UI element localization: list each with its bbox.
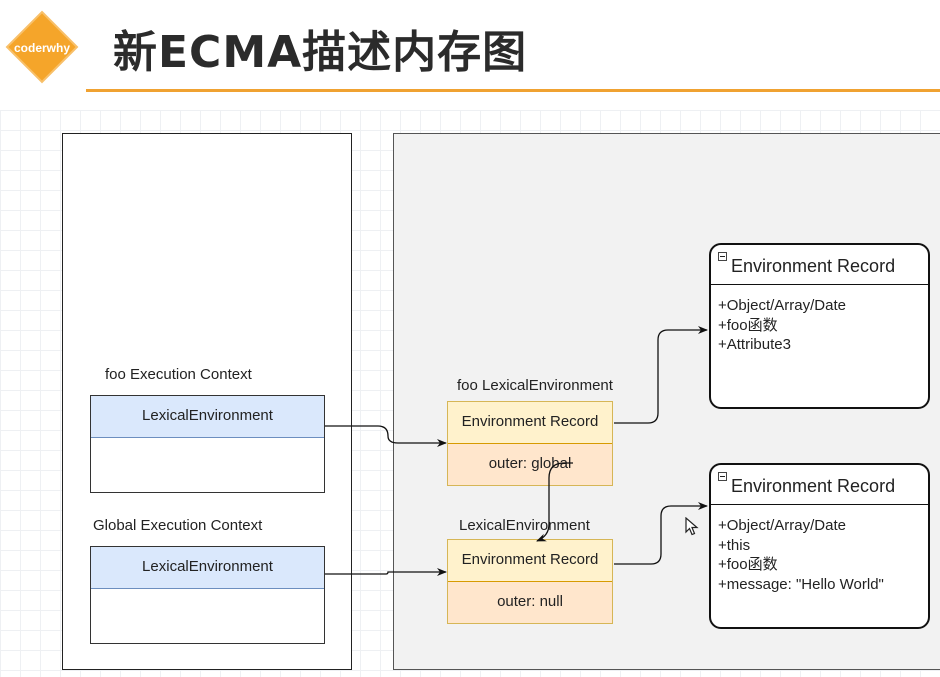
- record-item: +message: "Hello World": [718, 575, 884, 593]
- global-environment-record-object: Environment Record +Object/Array/Date +t…: [709, 463, 930, 629]
- environment-record-title: Environment Record: [731, 256, 896, 276]
- record-item: +this: [718, 536, 751, 554]
- record-item: +Object/Array/Date: [718, 297, 846, 314]
- foo-execution-context: LexicalEnvironment: [90, 395, 325, 493]
- global-context-lexical-environment: LexicalEnvironment: [91, 547, 324, 589]
- foo-context-lexical-environment: LexicalEnvironment: [91, 396, 324, 438]
- mouse-pointer-icon: [685, 517, 699, 536]
- title-underline: [86, 89, 940, 92]
- environment-record-header: Environment Record: [711, 245, 928, 285]
- foo-environment-record-object: Environment Record +Object/Array/Date +f…: [709, 243, 930, 409]
- foo-environment-record-cell: Environment Record: [448, 402, 612, 444]
- global-lexical-environment-label: LexicalEnvironment: [459, 517, 590, 534]
- collapse-icon[interactable]: [718, 252, 727, 261]
- slide-header: coderwhy 新ECMA描述内存图: [0, 0, 940, 92]
- global-execution-context-label: Global Execution Context: [93, 517, 263, 534]
- collapse-icon[interactable]: [718, 472, 727, 481]
- record-item: +foo函数: [718, 556, 778, 573]
- page-title: 新ECMA描述内存图: [113, 27, 528, 78]
- record-item: +Object/Array/Date: [718, 517, 846, 534]
- foo-lexical-environment-label: foo LexicalEnvironment: [457, 377, 613, 394]
- foo-lexical-environment: Environment Record outer: global: [447, 401, 613, 486]
- foo-execution-context-label: foo Execution Context: [105, 366, 252, 383]
- global-lexical-environment: Environment Record outer: null: [447, 539, 613, 624]
- logo-text: coderwhy: [14, 41, 70, 55]
- global-execution-context: LexicalEnvironment: [90, 546, 325, 644]
- record-item: +foo函数: [718, 316, 778, 334]
- record-item: +Attribute3: [718, 336, 791, 353]
- environment-record-items: +Object/Array/Date +foo函数 +Attribute3: [718, 296, 846, 355]
- environment-record-title: Environment Record: [731, 476, 896, 496]
- global-outer-cell: outer: null: [448, 582, 612, 623]
- global-environment-record-cell: Environment Record: [448, 540, 612, 582]
- environment-record-items: +Object/Array/Date +this +foo函数 +message…: [718, 516, 884, 594]
- foo-outer-cell: outer: global: [448, 444, 612, 485]
- coderwhy-logo: coderwhy: [5, 10, 79, 84]
- environment-record-header: Environment Record: [711, 465, 928, 505]
